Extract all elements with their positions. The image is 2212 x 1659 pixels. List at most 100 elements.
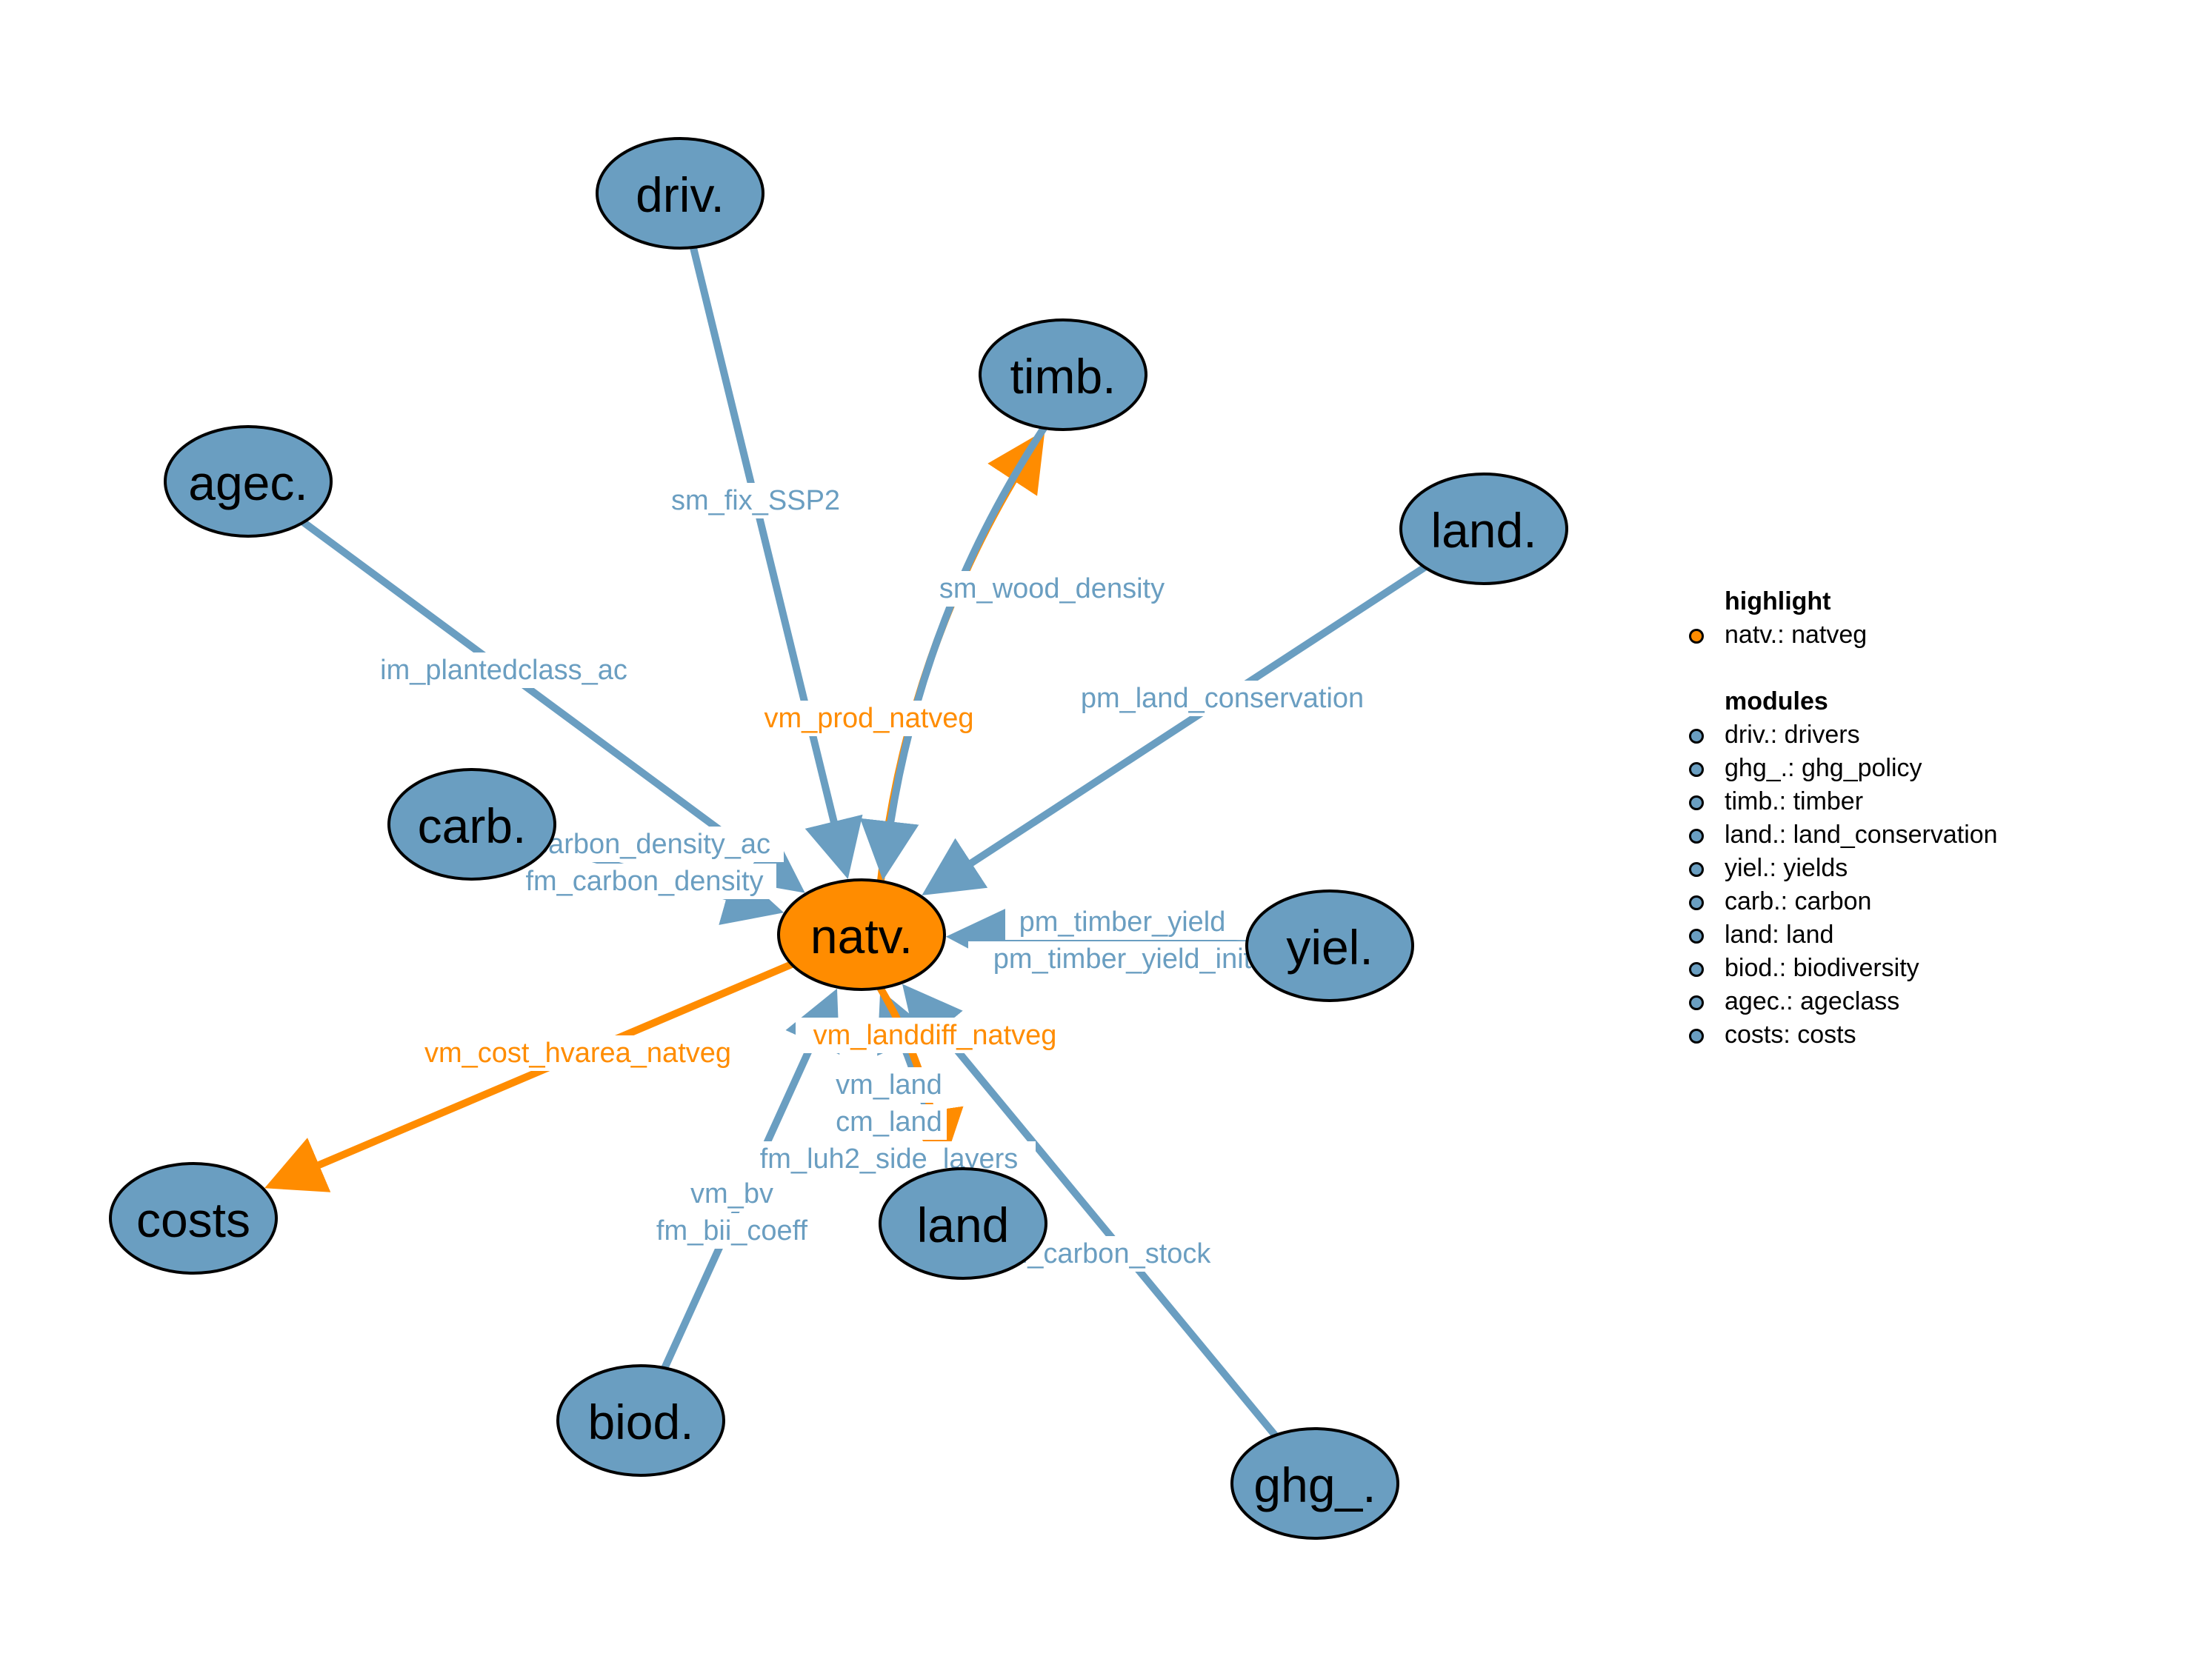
legend-item: land.: land_conservation — [1689, 818, 1998, 852]
legend-item: timb.: timber — [1689, 785, 1998, 818]
node-driv[interactable]: driv. — [596, 137, 764, 250]
node-carb-label: carb. — [418, 798, 527, 853]
node-costs-label: costs — [136, 1192, 250, 1247]
legend-modules-list: driv.: drivers ghg_.: ghg_policy timb.: ti… — [1689, 718, 1998, 1052]
edge-timb-to-natv — [859, 426, 1047, 881]
node-agec-shape[interactable] — [164, 425, 333, 538]
edge-label-biod-to-natv: fm_bii_coeff — [656, 1215, 808, 1246]
legend-item-label: ghg_.: ghg_policy — [1725, 754, 1922, 782]
node-biod-shape[interactable] — [556, 1364, 725, 1477]
edge-natv-to-costs — [264, 961, 793, 1192]
edge-label-land-to-natv: vm_land — [836, 1069, 942, 1101]
edge-landc-to-natv — [922, 564, 1428, 895]
edge-label-background — [689, 1176, 775, 1212]
legend-highlight-list: natv.: natveg — [1689, 618, 1998, 652]
node-carb[interactable]: carb. — [387, 768, 556, 881]
legend-dot-icon — [1689, 862, 1704, 877]
edge-label-natv-to-land: vm_landdiff_natveg — [813, 1020, 1057, 1051]
legend-item: carb.: carbon — [1689, 885, 1998, 918]
legend-spacer — [1689, 652, 1998, 685]
legend-item-label: costs: costs — [1725, 1021, 1856, 1049]
node-biod-label: biod. — [587, 1395, 693, 1449]
legend: highlight natv.: natveg modules driv.: d… — [1689, 585, 1998, 1052]
node-land-shape[interactable] — [879, 1167, 1047, 1280]
node-natv-shape[interactable] — [777, 878, 946, 991]
edge-label-landc-to-natv: pm_land_conservation — [1081, 683, 1364, 714]
edge-label-natv-to-timb: vm_prod_natveg — [764, 703, 973, 734]
legend-dot-icon — [1689, 895, 1704, 910]
edge-label-background — [416, 1035, 739, 1071]
edge-label-carb-to-natv: fm_carbon_density — [525, 866, 763, 897]
edge-label-timb-to-natv: sm_wood_density — [939, 573, 1165, 604]
edge-label-background — [935, 571, 1169, 607]
edge-label-biod-to-natv: vm_bv — [690, 1178, 773, 1209]
legend-item: ghg_.: ghg_policy — [1689, 752, 1998, 785]
node-landc-shape[interactable] — [1399, 473, 1568, 585]
node-agec-label: agec. — [188, 455, 307, 510]
legend-modules-title: modules — [1725, 687, 1828, 715]
node-costs[interactable]: costs — [109, 1162, 278, 1275]
legend-item-label: land.: land_conservation — [1725, 821, 1998, 849]
node-natv-label: natv. — [810, 909, 913, 964]
legend-item: land: land — [1689, 918, 1998, 952]
node-land[interactable]: land — [879, 1167, 1047, 1280]
edge-label-background — [759, 701, 979, 736]
node-land-label: land — [917, 1198, 1010, 1252]
legend-dot-icon — [1689, 829, 1704, 844]
edge-label-background — [637, 1213, 827, 1249]
nodes-layer: driv. timb. agec. land. carb. natv. yiel. costs… — [109, 137, 1568, 1540]
node-ghg-label: ghg_. — [1253, 1458, 1376, 1512]
legend-item: biod.: biodiversity — [1689, 952, 1998, 985]
edge-ghg-to-natv — [902, 984, 1279, 1438]
edge-label-background — [831, 1067, 947, 1103]
edge-label-background — [1068, 681, 1376, 716]
edge-label-background — [1005, 904, 1239, 940]
legend-item-label: driv.: drivers — [1725, 721, 1860, 749]
legend-highlight-title: highlight — [1725, 587, 1831, 615]
edge-label-yiel-to-natv: pm_timber_yield — [1019, 907, 1226, 938]
node-yiel[interactable]: yiel. — [1245, 889, 1414, 1002]
node-yiel-label: yiel. — [1286, 920, 1373, 975]
legend-item-label: yiel.: yields — [1725, 854, 1848, 882]
legend-dot-icon — [1689, 729, 1704, 744]
node-costs-shape[interactable] — [109, 1162, 278, 1275]
edge-label-background — [513, 864, 776, 899]
edge-label-driv-to-natv: sm_fix_SSP2 — [671, 485, 840, 516]
node-landc[interactable]: land. — [1399, 473, 1568, 585]
edge-natv-to-timb — [876, 430, 1045, 882]
edge-label-background — [364, 652, 643, 688]
edge-label-land-to-natv: cm_land — [836, 1106, 942, 1138]
node-driv-label: driv. — [636, 167, 724, 222]
legend-item: driv.: drivers — [1689, 718, 1998, 752]
edge-label-background — [796, 1018, 1074, 1053]
legend-item-label: agec.: ageclass — [1725, 987, 1900, 1015]
edge-label-background — [831, 1104, 947, 1140]
node-timb[interactable]: timb. — [979, 318, 1147, 431]
node-carb-shape[interactable] — [387, 768, 556, 881]
legend-item-label: carb.: carbon — [1725, 887, 1872, 915]
node-agec[interactable]: agec. — [164, 425, 333, 538]
legend-item: costs: costs — [1689, 1018, 1998, 1052]
legend-dot-icon — [1689, 1029, 1704, 1044]
node-timb-label: timb. — [1010, 349, 1116, 404]
edge-label-background — [968, 941, 1276, 977]
node-yiel-shape[interactable] — [1245, 889, 1414, 1002]
edge-label-natv-to-costs: vm_cost_hvarea_natveg — [424, 1038, 731, 1069]
node-natv[interactable]: natv. — [777, 878, 946, 991]
legend-item-label: land: land — [1725, 921, 1834, 949]
node-driv-shape[interactable] — [596, 137, 764, 250]
node-landc-label: land. — [1430, 503, 1536, 558]
legend-item-label: biod.: biodiversity — [1725, 954, 1919, 982]
node-ghg[interactable]: ghg_. — [1230, 1427, 1399, 1540]
legend-dot-icon — [1689, 762, 1704, 777]
node-ghg-shape[interactable] — [1230, 1427, 1399, 1540]
legend-item: yiel.: yields — [1689, 852, 1998, 885]
legend-item-label: natv.: natveg — [1725, 621, 1868, 649]
legend-dot-icon — [1689, 995, 1704, 1010]
edge-labels-layer: sm_fix_SSP2 vm_prod_natveg sm_wood_density… — [364, 483, 1376, 1272]
node-biod[interactable]: biod. — [556, 1364, 725, 1477]
node-timb-shape[interactable] — [979, 318, 1147, 431]
edge-label-agec-to-natv: im_plantedclass_ac — [380, 655, 627, 686]
legend-item: agec.: ageclass — [1689, 985, 1998, 1018]
